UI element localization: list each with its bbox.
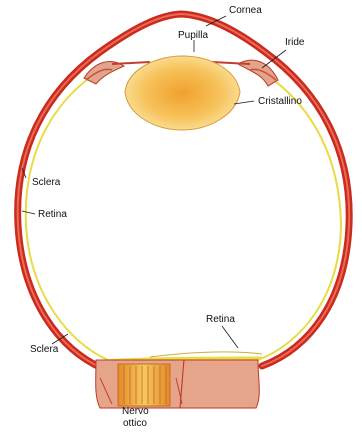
label-pupilla: Pupilla: [178, 30, 208, 41]
optic-nerve: [96, 360, 260, 408]
label-cornea: Cornea: [229, 5, 262, 16]
label-sclera-lower: Sclera: [30, 344, 59, 355]
label-nervo-line2: ottico: [123, 418, 147, 429]
label-iride: Iride: [285, 37, 305, 48]
label-sclera-upper: Sclera: [32, 177, 61, 188]
label-nervo-line1: Nervo: [122, 406, 149, 417]
label-cristallino: Cristallino: [258, 96, 302, 107]
label-retina-left: Retina: [38, 209, 67, 220]
label-retina-lower: Retina: [206, 314, 235, 325]
lens: [125, 56, 240, 130]
